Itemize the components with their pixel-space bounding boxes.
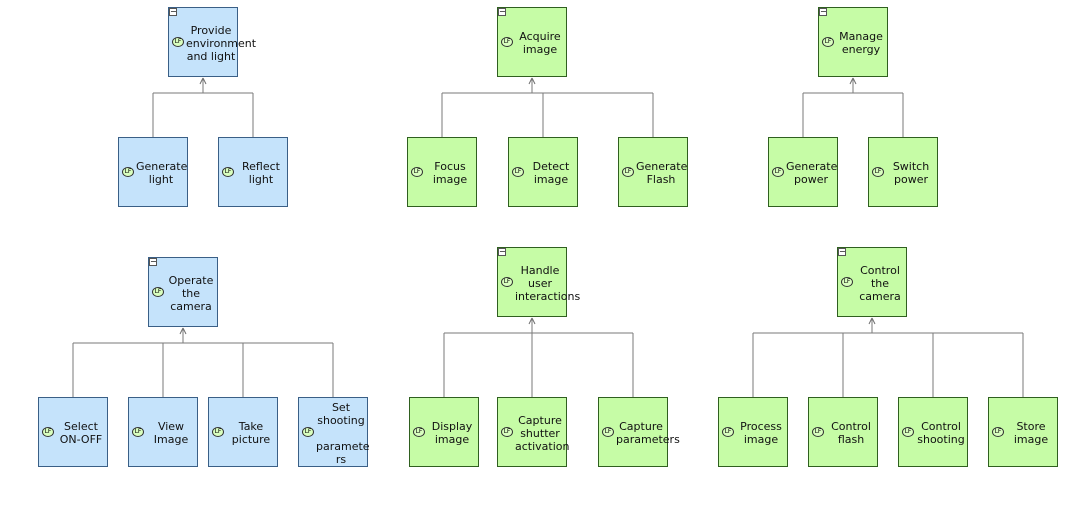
arrowhead-left bbox=[868, 317, 873, 325]
arrowhead-left bbox=[849, 77, 854, 85]
function-label: Manage energy bbox=[839, 30, 883, 56]
child-function-box[interactable]: LF Switch power bbox=[868, 137, 938, 207]
parent-function-box[interactable]: − LF Operate the camera bbox=[148, 257, 218, 327]
arrowhead-right bbox=[531, 317, 536, 325]
lf-function-icon: LF bbox=[501, 427, 513, 437]
function-label: Process image bbox=[740, 420, 782, 446]
lf-function-icon: LF bbox=[411, 167, 423, 177]
child-function-box[interactable]: LF Take picture bbox=[208, 397, 278, 467]
arrowhead-right bbox=[852, 77, 857, 85]
function-label: Focus image bbox=[432, 160, 468, 186]
lf-function-icon: LF bbox=[42, 427, 54, 437]
function-label: Set shooting paramete rs bbox=[316, 401, 370, 466]
child-function-box[interactable]: LF Control flash bbox=[808, 397, 878, 467]
function-label: Handle user interactions bbox=[515, 264, 581, 303]
function-label: Generate Flash bbox=[636, 160, 688, 186]
function-label: View Image bbox=[153, 420, 189, 446]
collapse-toggle-icon[interactable]: − bbox=[149, 257, 157, 266]
function-label: Generate power bbox=[786, 160, 838, 186]
lf-function-icon: LF bbox=[841, 277, 853, 287]
lf-function-icon: LF bbox=[302, 427, 314, 437]
lf-function-icon: LF bbox=[512, 167, 524, 177]
lf-function-icon: LF bbox=[413, 427, 425, 437]
lf-function-icon: LF bbox=[622, 167, 634, 177]
lf-function-icon: LF bbox=[172, 37, 184, 47]
collapse-toggle-icon[interactable]: − bbox=[169, 7, 177, 16]
child-function-box[interactable]: LF View Image bbox=[128, 397, 198, 467]
function-label: Control flash bbox=[831, 420, 871, 446]
collapse-toggle-icon[interactable]: − bbox=[498, 247, 506, 256]
lf-function-icon: LF bbox=[152, 287, 164, 297]
arrowhead-left bbox=[528, 317, 533, 325]
arrowhead-left bbox=[528, 77, 533, 85]
child-function-box[interactable]: LF Detect image bbox=[508, 137, 578, 207]
function-label: Switch power bbox=[892, 160, 930, 186]
lf-function-icon: LF bbox=[992, 427, 1004, 437]
lf-function-icon: LF bbox=[212, 427, 224, 437]
arrowhead-right bbox=[182, 327, 187, 335]
function-label: Control shooting bbox=[917, 420, 965, 446]
child-function-box[interactable]: LF Display image bbox=[409, 397, 479, 467]
parent-function-box[interactable]: − LF Acquire image bbox=[497, 7, 567, 77]
collapse-toggle-icon[interactable]: − bbox=[838, 247, 846, 256]
collapse-toggle-icon[interactable]: − bbox=[498, 7, 506, 16]
child-function-box[interactable]: LF Process image bbox=[718, 397, 788, 467]
function-label: Take picture bbox=[231, 420, 271, 446]
lf-function-icon: LF bbox=[132, 427, 144, 437]
lf-function-icon: LF bbox=[501, 37, 513, 47]
function-label: Operate the camera bbox=[168, 274, 214, 313]
lf-function-icon: LF bbox=[722, 427, 734, 437]
lf-function-icon: LF bbox=[122, 167, 134, 177]
child-function-box[interactable]: LF Focus image bbox=[407, 137, 477, 207]
arrowhead-right bbox=[871, 317, 876, 325]
function-label: Select ON-OFF bbox=[59, 420, 103, 446]
function-label: Provide environment and light bbox=[186, 24, 257, 63]
function-label: Display image bbox=[431, 420, 473, 446]
lf-function-icon: LF bbox=[501, 277, 513, 287]
lf-function-icon: LF bbox=[772, 167, 784, 177]
function-label: Acquire image bbox=[519, 30, 561, 56]
function-label: Control the camera bbox=[859, 264, 901, 303]
function-label: Capture parameters bbox=[616, 420, 680, 446]
function-label: Detect image bbox=[532, 160, 570, 186]
parent-function-box[interactable]: − LF Manage energy bbox=[818, 7, 888, 77]
lf-function-icon: LF bbox=[902, 427, 914, 437]
arrowhead-right bbox=[202, 77, 207, 85]
lf-function-icon: LF bbox=[812, 427, 824, 437]
parent-function-box[interactable]: − LF Control the camera bbox=[837, 247, 907, 317]
child-function-box[interactable]: LF Select ON-OFF bbox=[38, 397, 108, 467]
lf-function-icon: LF bbox=[822, 37, 834, 47]
function-label: Store image bbox=[1013, 420, 1049, 446]
child-function-box[interactable]: LF Store image bbox=[988, 397, 1058, 467]
child-function-box[interactable]: LF Reflect light bbox=[218, 137, 288, 207]
function-label: Reflect light bbox=[242, 160, 280, 186]
arrowhead-right bbox=[531, 77, 536, 85]
lf-function-icon: LF bbox=[602, 427, 614, 437]
arrowhead-left bbox=[179, 327, 184, 335]
function-label: Generate light bbox=[136, 160, 188, 186]
lf-function-icon: LF bbox=[872, 167, 884, 177]
function-label: Capture shutter activation bbox=[515, 414, 570, 453]
arrowhead-left bbox=[199, 77, 204, 85]
collapse-toggle-icon[interactable]: − bbox=[819, 7, 827, 16]
lf-function-icon: LF bbox=[222, 167, 234, 177]
